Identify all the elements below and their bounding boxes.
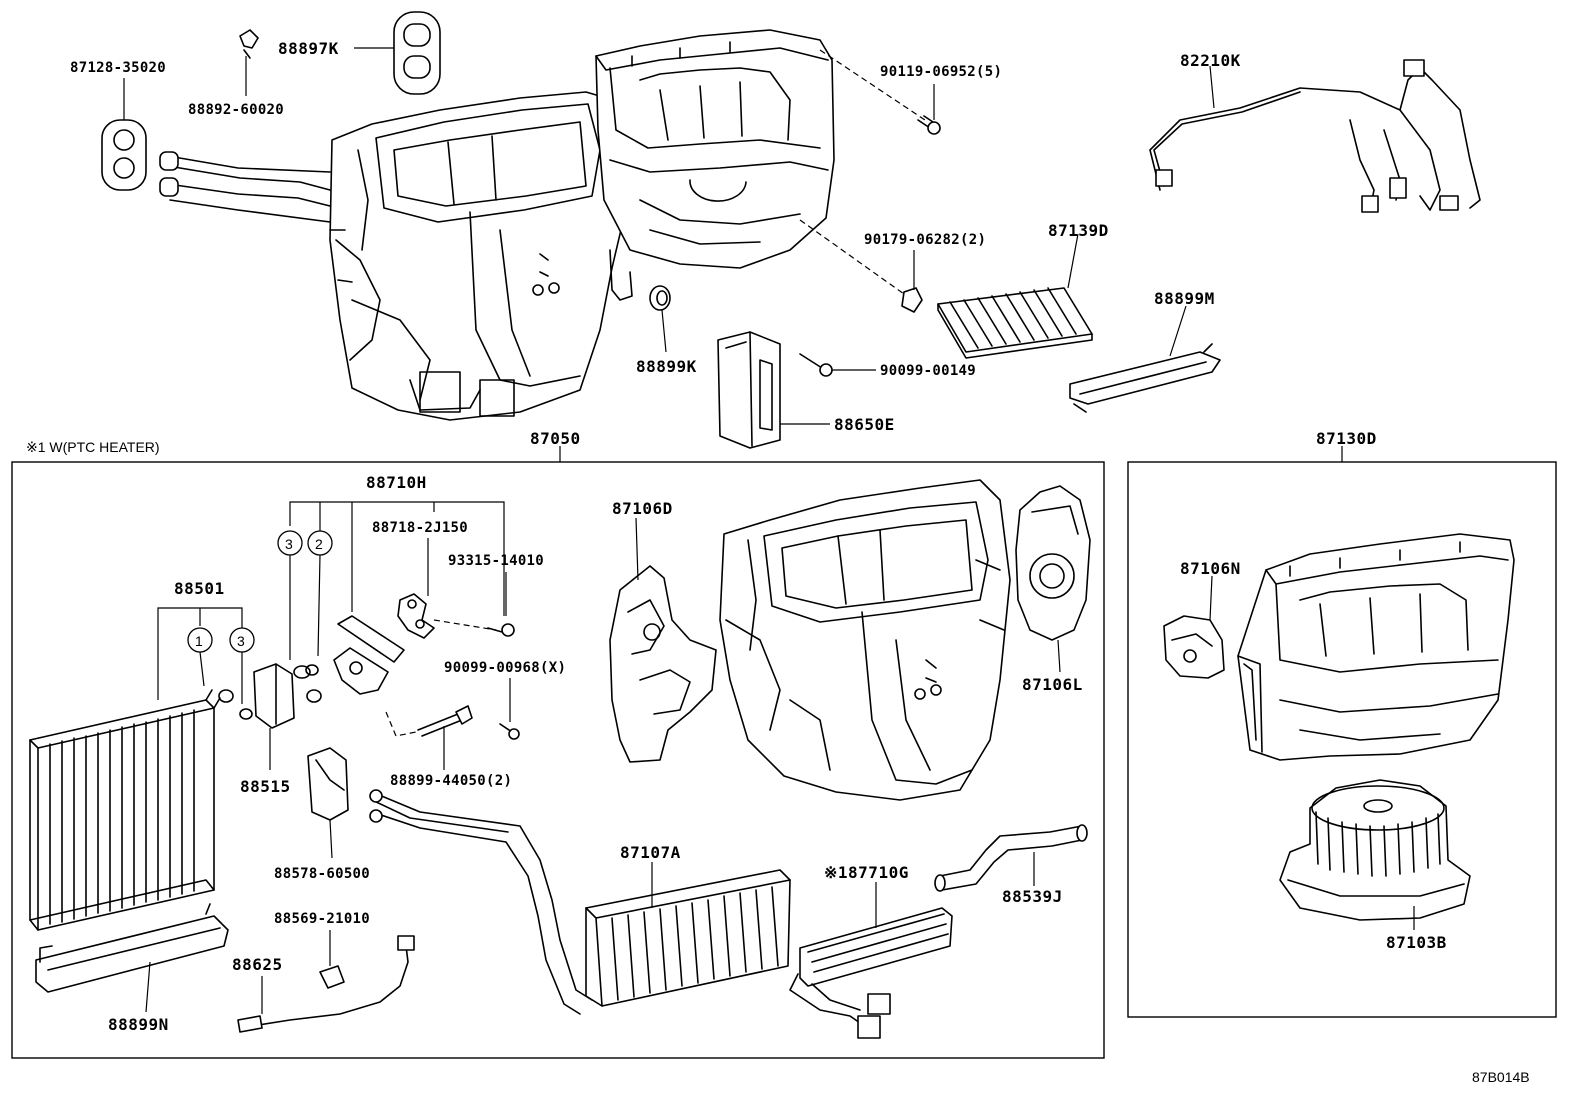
label-88578-60500: 88578-60500 (274, 866, 370, 882)
cover-88899M (1069, 305, 1221, 413)
label-87106L: 87106L (1022, 675, 1083, 694)
sensor-88569 (319, 930, 345, 989)
thermistor-88625 (237, 935, 415, 1033)
label-87107A: 87107A (620, 843, 681, 862)
label-88897K: 88897K (278, 39, 339, 58)
bolt-90119 (819, 49, 941, 135)
label-87130D: 87130D (1316, 429, 1377, 448)
svg-text:2: 2 (315, 536, 323, 552)
svg-text:3: 3 (237, 633, 245, 649)
callout-2: 2 (307, 530, 333, 556)
cover-88899N (35, 903, 229, 1013)
label-88515: 88515 (240, 777, 291, 796)
grommet-87128 (101, 78, 147, 191)
blower-motor-87103B (1279, 779, 1471, 930)
label-90119-06952: 90119-06952(5) (880, 64, 1002, 80)
filter-87139D (937, 233, 1093, 359)
blower-unit-87130D (1237, 533, 1515, 761)
label-88569-21010: 88569-21010 (274, 911, 370, 927)
bracket-88710H (289, 501, 505, 616)
label-88899K: 88899K (636, 357, 697, 376)
label-82210K: 82210K (1180, 51, 1241, 70)
servo-87106D (609, 517, 717, 763)
o-ring-1 (218, 689, 234, 703)
label-88539J: 88539J (1002, 887, 1063, 906)
label-88899N: 88899N (108, 1015, 169, 1034)
valve-88515 (253, 663, 295, 770)
label-87106D: 87106D (612, 499, 673, 518)
fittings-drawing (293, 593, 520, 740)
label-90099-00149: 90099-00149 (880, 363, 976, 379)
label-88892-60020: 88892-60020 (188, 102, 284, 118)
o-ring-3 (239, 708, 253, 720)
evaporator-88501 (29, 607, 243, 931)
note-ptc-heater: ※1 W(PTC HEATER) (26, 439, 160, 455)
hvac-unit-drawing (159, 29, 835, 421)
motor-87106L (1015, 485, 1091, 673)
label-88718-2J150: 88718-2J150 (372, 520, 468, 536)
cap-88899K (649, 285, 671, 353)
lower-hvac-unit-drawing (719, 479, 1011, 801)
label-87106N: 87106N (1180, 559, 1241, 578)
main-unit-frame (11, 461, 1105, 1059)
callout-3-left: 3 (277, 530, 303, 556)
harness-82210K (1149, 59, 1481, 213)
ptc-heater-87710G (789, 882, 953, 1039)
leader-c2 (317, 554, 321, 657)
svg-text:1: 1 (195, 633, 203, 649)
label-87139D: 87139D (1048, 221, 1109, 240)
callout-1: 1 (187, 627, 213, 653)
nut-90179 (799, 219, 923, 313)
label-87103B: 87103B (1386, 933, 1447, 952)
diagram-code: 87B014B (1472, 1069, 1530, 1085)
label-90099-00968: 90099-00968(X) (444, 660, 566, 676)
label-90179-06282: 90179-06282(2) (864, 232, 986, 248)
clip-88892 (239, 29, 259, 96)
label-88625: 88625 (232, 955, 283, 974)
label-88650E: 88650E (834, 415, 895, 434)
label-88710H: 88710H (366, 473, 427, 492)
insulator-88578 (307, 747, 349, 859)
label-88899M: 88899M (1154, 289, 1215, 308)
label-88501: 88501 (174, 579, 225, 598)
callout-3-right: 3 (229, 627, 255, 653)
grommet-88897K (354, 11, 441, 95)
servo-87106N (1163, 575, 1225, 679)
label-88899-44050: 88899-44050(2) (390, 773, 512, 789)
heater-core-87107A (369, 789, 791, 1015)
drain-hose-88539J (934, 824, 1088, 892)
amplifier-88650E (717, 331, 830, 449)
label-87710G: ※187710G (824, 863, 909, 882)
label-87050: 87050 (530, 429, 581, 448)
leader-c1 (199, 651, 205, 687)
label-93315-14010: 93315-14010 (448, 553, 544, 569)
svg-text:3: 3 (285, 536, 293, 552)
screw-90099-00149 (799, 353, 876, 377)
label-87128-35020: 87128-35020 (70, 60, 166, 76)
